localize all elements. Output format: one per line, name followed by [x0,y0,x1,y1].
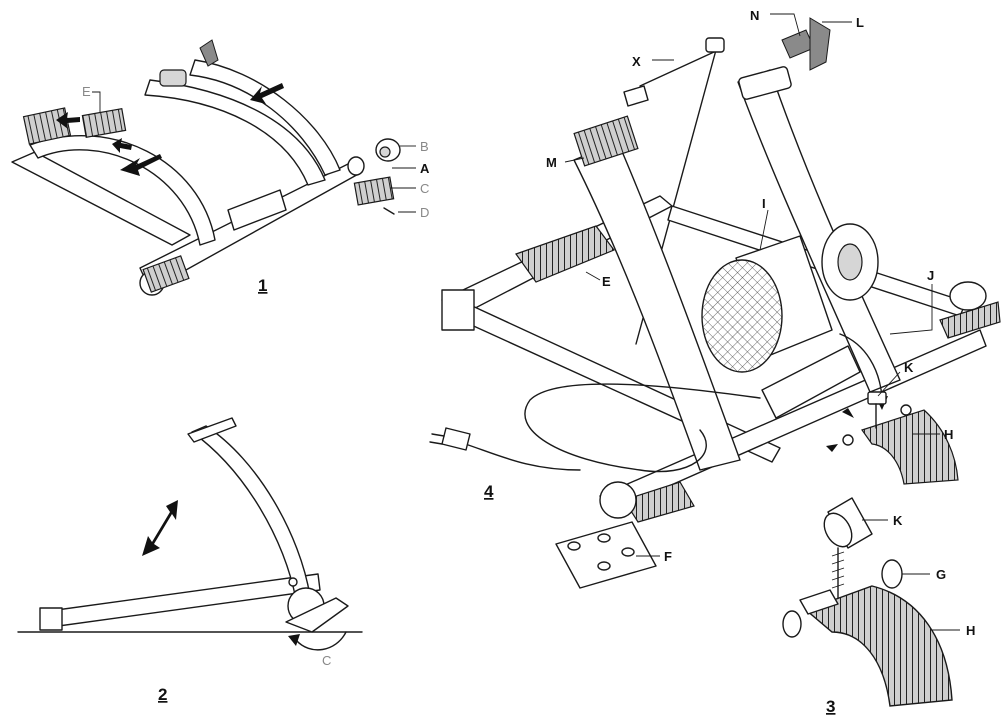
figure-2-number: 2 [158,685,167,704]
fig4-label-f: F [664,549,672,564]
fig2-foot [285,597,349,633]
fig4-tube-end [441,289,475,331]
fig1-arrow-adjust [250,83,284,104]
fig4-motion-arrow [839,333,883,399]
fig4-upright-right [737,69,901,393]
fig4-pad-e [515,225,615,283]
fig4-skewer-x [639,51,715,87]
fig4-label-x: X [632,54,641,69]
fig4-resistance-grille [701,259,783,373]
fig1-clamp-left [159,69,187,87]
figure-3-foot-pad-detail: K G H 3 [782,497,975,716]
fig1-left-leg [11,151,191,246]
fig4-power-cord [524,383,761,473]
fig4-pad-h [861,409,959,485]
figure-4-number: 4 [484,482,494,501]
fig4-plate-f [555,521,657,589]
fig4-pad-m [573,115,639,167]
fig1-label-c: C [420,181,429,196]
fig2-arm-tip [187,417,237,443]
fig4-label-n: N [750,8,759,23]
fig1-tube-end-right [347,156,365,176]
fig1-arm-top [189,59,341,176]
fig1-foot-pad-front [142,255,190,293]
figure-1-frame-overview: E B A C D 1 [11,39,430,296]
fig1-arrow-pad [56,112,80,129]
fig4-label-m: M [546,155,557,170]
fig1-arm-back [144,79,326,186]
fig1-arm-front [29,135,216,246]
figure-2-side-view: C 2 [17,417,363,704]
fig4-clamp-head [738,66,792,100]
fig1-bracket [227,189,287,231]
fig4-knob-l [809,17,831,71]
fig2-label-c: C [322,653,331,668]
figure-4-assembled-trainer: N L X M I E J K H F 4 [429,8,1001,589]
fig4-knob-n [781,29,815,59]
fig2-rotation-arrow [295,631,347,651]
fig1-label-b: B [420,139,429,154]
fig1-clamp-knob [199,39,219,67]
fig4-label-k: K [904,360,914,375]
fig2-arrow-adjust [142,500,178,556]
fig4-label-j: J [927,268,934,283]
fig1-label-a: A [420,161,430,176]
fig3-label-g: G [936,567,946,582]
fig3-label-k: K [893,513,903,528]
fig3-pad-h [804,585,953,707]
fig2-base-tube [41,573,321,629]
fig1-arrow-pad-2 [112,138,132,153]
fig3-washer-g [881,559,903,589]
fig4-pad-front [623,481,695,523]
fig1-screw-d [383,207,395,215]
figure-1-number: 1 [258,276,267,295]
fig4-label-e: E [602,274,611,289]
fig1-arrow-spread [120,154,162,176]
fig3-washer-left [782,610,802,638]
figure-3-number: 3 [826,697,835,716]
fig2-upright-arm [191,425,311,601]
fig3-label-h: H [966,623,975,638]
fig4-upright-left [573,141,741,471]
fig4-label-i: I [762,196,766,211]
fig4-bracket-plate [761,345,861,419]
fig1-foot-pad-c [353,176,395,206]
fig1-label-e: E [82,84,91,99]
fig1-label-d: D [420,205,429,220]
fig4-plug [441,427,471,451]
fig4-label-l: L [856,15,864,30]
fig1-foot-pad-e [81,107,127,139]
fig4-label-h: H [944,427,953,442]
